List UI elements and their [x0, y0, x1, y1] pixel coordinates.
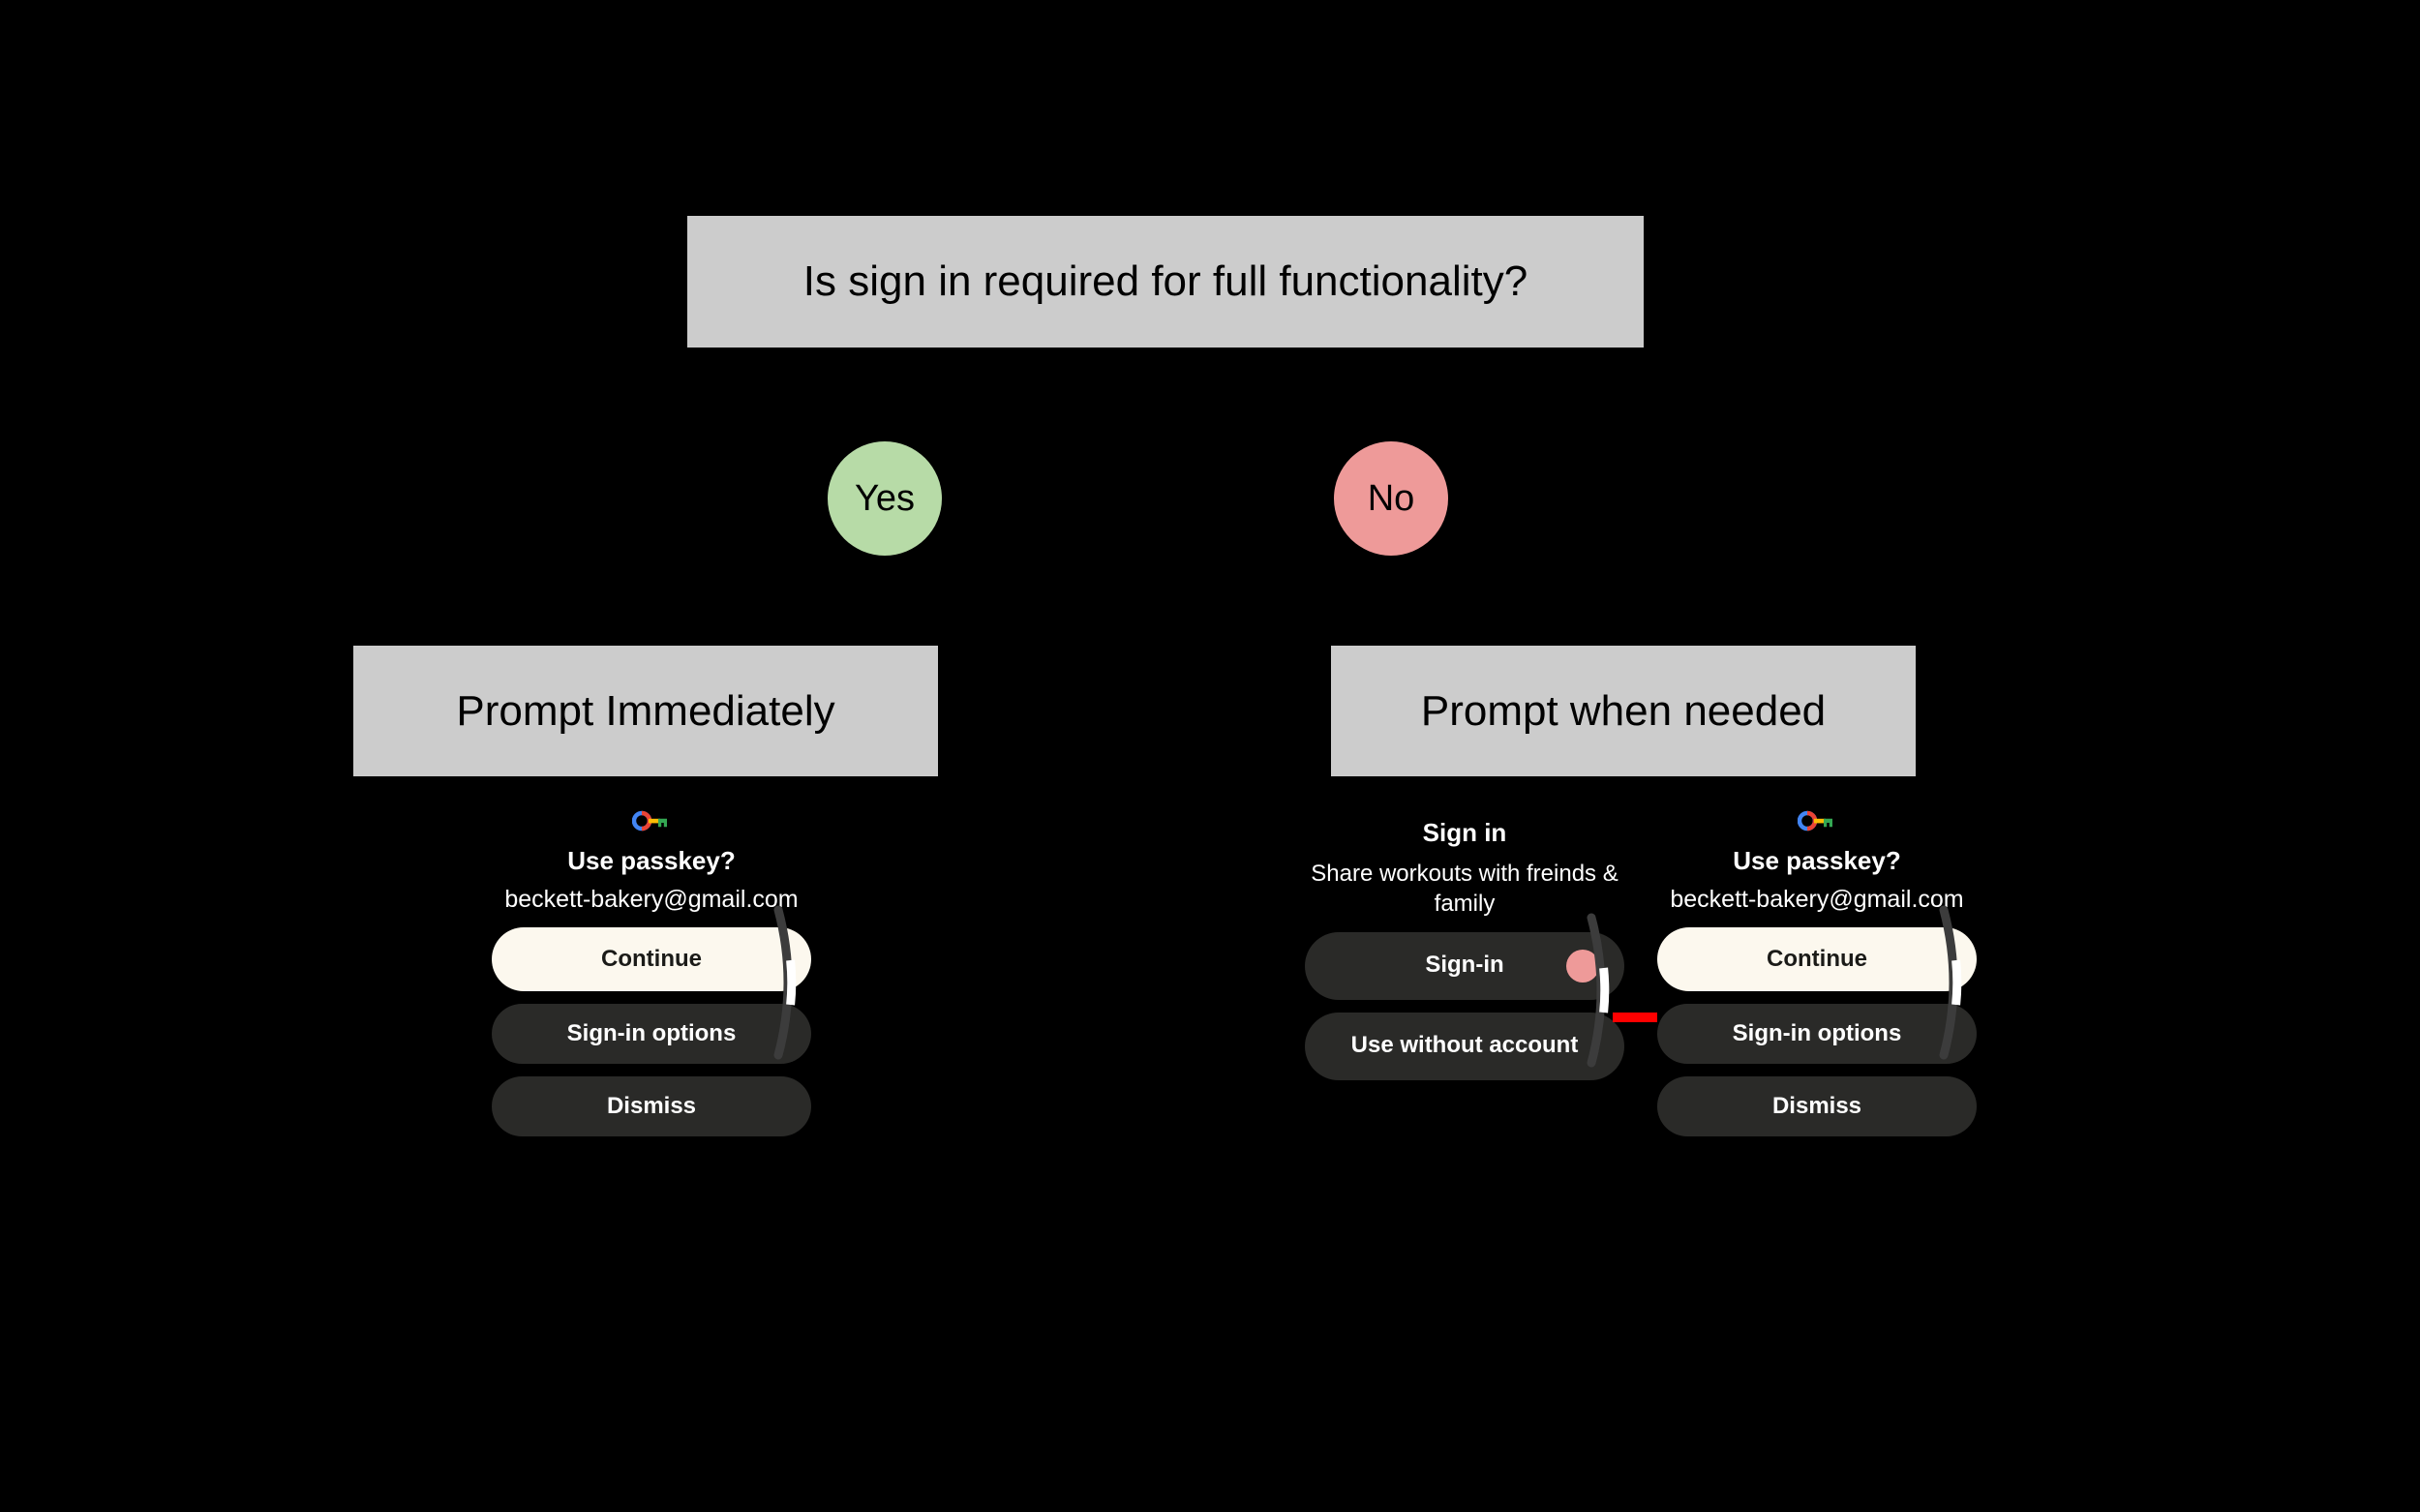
signin-options-button-left-label: Sign-in options — [566, 1019, 737, 1046]
signin-options-button-right[interactable]: Sign-in options — [1657, 1004, 1977, 1065]
branch-label-yes-text: Yes — [855, 477, 915, 519]
signin-options-button-left[interactable]: Sign-in options — [492, 1004, 811, 1065]
decision-question-label: Is sign in required for full functionali… — [802, 257, 1528, 305]
dismiss-button-right[interactable]: Dismiss — [1657, 1076, 1977, 1137]
watch-mockup-signin-middle: Sign in Share workouts with freinds & fa… — [1305, 818, 1624, 1080]
signin-title: Sign in — [1422, 818, 1507, 847]
passkey-title-left: Use passkey? — [567, 846, 736, 875]
outcome-box-prompt-immediately: Prompt Immediately — [353, 646, 938, 776]
google-passkey-icon — [632, 810, 667, 832]
branch-label-no: No — [1334, 441, 1448, 556]
continue-button-right-label: Continue — [1767, 945, 1867, 972]
google-passkey-icon — [1798, 810, 1832, 832]
signin-subtitle: Share workouts with freinds & family — [1311, 861, 1618, 917]
signin-button-label: Sign-in — [1425, 952, 1504, 979]
outcome-label-prompt-immediately: Prompt Immediately — [456, 686, 835, 735]
use-without-account-button-label: Use without account — [1350, 1032, 1579, 1059]
branch-label-no-text: No — [1367, 477, 1415, 519]
watch-mockup-passkey-right: Use passkey? beckett-bakery@gmail.com Co… — [1657, 809, 1977, 1137]
continue-button-left-label: Continue — [601, 945, 702, 972]
outcome-box-prompt-when-needed: Prompt when needed — [1331, 646, 1916, 776]
continue-button-right[interactable]: Continue — [1657, 927, 1977, 992]
signin-button[interactable]: Sign-in — [1305, 931, 1624, 1000]
use-without-account-button[interactable]: Use without account — [1305, 1012, 1624, 1080]
outcome-label-prompt-when-needed: Prompt when needed — [1420, 686, 1827, 735]
dismiss-button-left-label: Dismiss — [606, 1092, 697, 1119]
branch-label-yes: Yes — [828, 441, 942, 556]
dismiss-button-left[interactable]: Dismiss — [492, 1076, 811, 1137]
account-avatar-dot — [1566, 949, 1599, 983]
signin-options-button-right-label: Sign-in options — [1732, 1019, 1902, 1046]
passkey-title-right: Use passkey? — [1733, 846, 1901, 875]
passkey-account-email-left: beckett-bakery@gmail.com — [504, 886, 799, 914]
dismiss-button-right-label: Dismiss — [1771, 1092, 1862, 1119]
continue-button-left[interactable]: Continue — [492, 927, 811, 992]
watch-mockup-passkey-left: Use passkey? beckett-bakery@gmail.com Co… — [492, 809, 811, 1137]
decision-question-box: Is sign in required for full functionali… — [687, 216, 1644, 348]
passkey-account-email-right: beckett-bakery@gmail.com — [1670, 886, 1964, 914]
